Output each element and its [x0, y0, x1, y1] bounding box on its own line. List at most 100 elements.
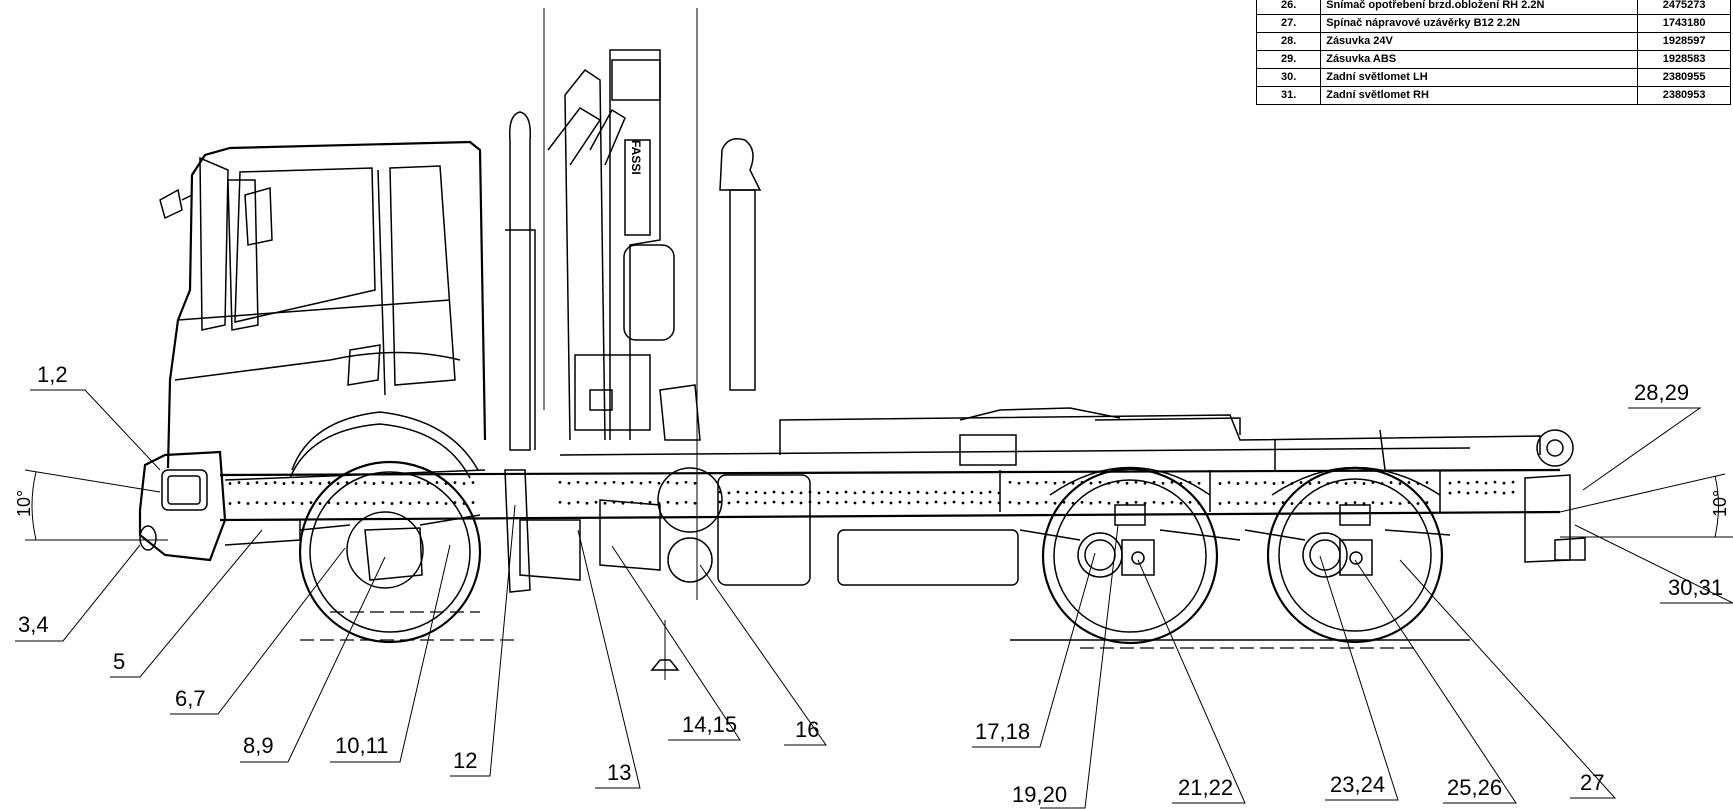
frame-rivet [282, 482, 286, 485]
frame-rivet [826, 500, 830, 504]
frame-rivet [657, 481, 661, 485]
frame-rivet [603, 481, 607, 485]
frame-rivet [1389, 481, 1393, 484]
frame-rivet [763, 501, 767, 505]
frame-rivet [1152, 500, 1156, 504]
frame-rivet [684, 480, 688, 484]
frame-rivet [790, 500, 794, 504]
frame-rivet [630, 480, 634, 484]
frame-rivet [1026, 480, 1030, 484]
frame-rivet [345, 501, 349, 504]
frame-rivet [1125, 481, 1129, 485]
frame-rivet [381, 501, 385, 504]
frame-rivet [1389, 501, 1393, 504]
frame-rivet [228, 482, 232, 485]
frame-rivet [1080, 500, 1084, 504]
frame-rivet [871, 491, 875, 495]
frame-rivet [943, 501, 947, 505]
chassis-frame [219, 447, 1586, 563]
frame-rivet [273, 501, 277, 504]
frame-rivet [1416, 502, 1420, 505]
frame-rivet [997, 501, 1001, 505]
frame-rivet [1143, 481, 1147, 485]
frame-rivet [1188, 500, 1192, 504]
frame-rivet [988, 490, 992, 494]
frame-rivet [862, 500, 866, 504]
frame-rivet [1116, 500, 1120, 504]
frame-rivet [291, 501, 295, 504]
frame-rivet [1218, 482, 1222, 485]
frame-rivet [1457, 490, 1461, 494]
frame-rivet [754, 500, 758, 504]
frame-rivet [1398, 502, 1402, 505]
frame-rivet [1493, 490, 1497, 494]
frame-rivet [1008, 500, 1012, 504]
frame-rivet [826, 490, 830, 494]
frame-rivet [952, 500, 956, 504]
frame-rivet [273, 481, 277, 484]
frame-rivet [727, 501, 731, 505]
frame-rivet [754, 490, 758, 494]
frame-rivet [745, 491, 749, 495]
frame-rivet [1272, 482, 1276, 485]
crane [505, 49, 762, 680]
frame-rivet [666, 500, 670, 504]
callout-leaders [15, 389, 1733, 809]
frame-rivet [693, 501, 697, 505]
frame-rivet [1457, 480, 1461, 484]
callout-13: 13 [607, 760, 631, 785]
frame-rivet [880, 500, 884, 504]
frame-rivet [390, 482, 394, 485]
frame-rivet [943, 491, 947, 495]
hook-lift [779, 407, 1574, 471]
callout-28-29: 28,29 [1634, 380, 1689, 405]
frame-rivet [772, 500, 776, 504]
frame-rivet [318, 482, 322, 485]
frame-rivet [1484, 491, 1488, 495]
frame-rivet [1107, 501, 1111, 505]
frame-rivet [799, 491, 803, 495]
callout-19-20: 19,20 [1012, 782, 1067, 807]
frame-rivet [594, 480, 598, 484]
frame-rivet [648, 500, 652, 504]
frame-rivet [817, 501, 821, 505]
frame-rivets [228, 480, 1515, 505]
frame-rivet [408, 482, 412, 485]
frame-rivet [1227, 501, 1231, 504]
frame-rivet [603, 501, 607, 505]
frame-rivet [1475, 490, 1479, 494]
frame-rivet [1317, 481, 1321, 484]
frame-rivet [1218, 502, 1222, 505]
frame-rivet [916, 490, 920, 494]
frame-rivet [781, 491, 785, 495]
frame-rivet [1008, 480, 1012, 484]
frame-rivet [790, 490, 794, 494]
frame-rivet [1281, 481, 1285, 484]
frame-rivet [390, 502, 394, 505]
front-wheel [298, 460, 482, 644]
frame-rivet [736, 490, 740, 494]
truck-cab [159, 140, 487, 479]
frame-rivet [399, 501, 403, 504]
frame-rivet [727, 491, 731, 495]
frame-rivet [1179, 501, 1183, 505]
frame-rivet [925, 491, 929, 495]
frame-rivet [1398, 482, 1402, 485]
frame-rivet [1143, 501, 1147, 505]
frame-rivet [576, 500, 580, 504]
frame-rivet [718, 500, 722, 504]
frame-rivet [576, 480, 580, 484]
frame-rivet [363, 501, 367, 504]
front-angle-label: 10° [14, 490, 34, 517]
frame-rivet [1290, 502, 1294, 505]
frame-rivet [835, 491, 839, 495]
frame-rivet [417, 501, 421, 504]
frame-rivet [300, 482, 304, 485]
frame-rivet [1407, 481, 1411, 484]
frame-rivet [558, 480, 562, 484]
frame-rivet [817, 491, 821, 495]
frame-rivet [426, 482, 430, 485]
frame-rivet [979, 491, 983, 495]
frame-rivet [889, 491, 893, 495]
